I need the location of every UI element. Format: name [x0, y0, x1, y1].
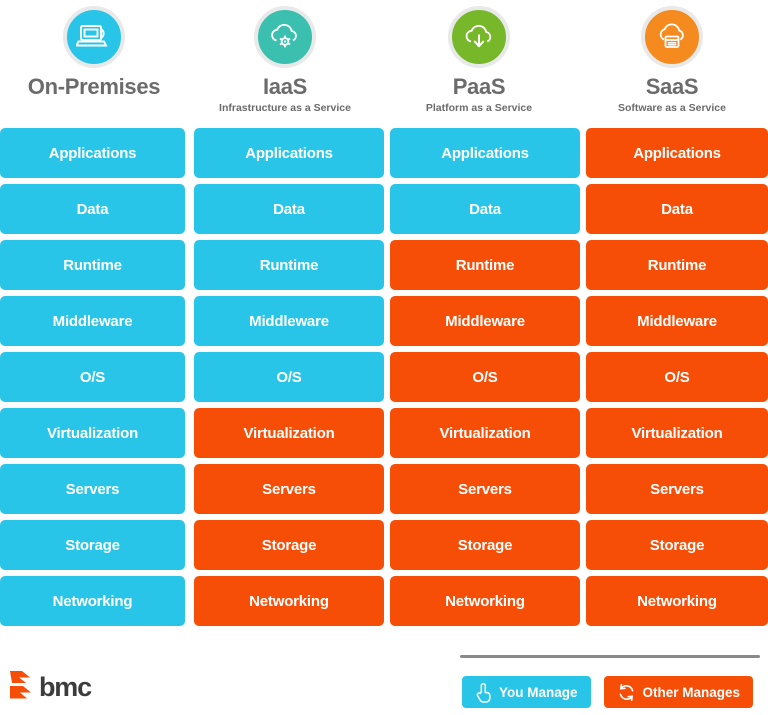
- column-title: On-Premises: [27, 74, 161, 99]
- stack-cell[interactable]: Runtime: [0, 240, 185, 290]
- stack-cell[interactable]: Virtualization: [586, 408, 768, 458]
- footer: bmc You Manage Other Manages: [0, 648, 768, 715]
- column-subtitle: Platform as a Service: [425, 102, 533, 114]
- column-header-saas: SaaS Software as a Service: [576, 0, 768, 122]
- cloud-window-icon: [641, 6, 703, 68]
- stack-cell[interactable]: Storage: [586, 520, 768, 570]
- cloud-gear-icon: [254, 6, 316, 68]
- stack-cell[interactable]: Virtualization: [0, 408, 185, 458]
- column-header-on-premises: On-Premises: [0, 0, 188, 122]
- legend-divider: [460, 655, 760, 658]
- stack-cell[interactable]: Servers: [390, 464, 580, 514]
- stack-cell[interactable]: Servers: [194, 464, 384, 514]
- stack-cell[interactable]: Data: [194, 184, 384, 234]
- stack-cell[interactable]: Middleware: [0, 296, 185, 346]
- bmc-logo: bmc: [8, 670, 92, 705]
- column-header-paas: PaaS Platform as a Service: [382, 0, 576, 122]
- column-title: SaaS: [645, 74, 699, 99]
- stack-cell[interactable]: Runtime: [390, 240, 580, 290]
- bmc-flame-icon: [8, 670, 34, 705]
- column-subtitle: Infrastructure as a Service: [219, 102, 351, 114]
- laptop-icon: [63, 6, 125, 68]
- stack-cell[interactable]: Networking: [390, 576, 580, 626]
- stack-cell[interactable]: Storage: [0, 520, 185, 570]
- stack-cell[interactable]: O/S: [390, 352, 580, 402]
- stack-cell[interactable]: Data: [586, 184, 768, 234]
- stack-cell[interactable]: Virtualization: [390, 408, 580, 458]
- stack-cell[interactable]: Applications: [390, 128, 580, 178]
- bmc-logo-text: bmc: [39, 672, 92, 702]
- stack-cell[interactable]: Virtualization: [194, 408, 384, 458]
- column-header-iaas: IaaS Infrastructure as a Service: [188, 0, 382, 122]
- legend-you-manage[interactable]: You Manage: [462, 676, 591, 708]
- stack-cell[interactable]: Networking: [0, 576, 185, 626]
- stack-cell[interactable]: Servers: [586, 464, 768, 514]
- legend: You Manage Other Manages: [462, 676, 754, 708]
- stack-cell[interactable]: O/S: [586, 352, 768, 402]
- stack-cell[interactable]: Servers: [0, 464, 185, 514]
- column-headers: On-Premises IaaS Infrastructure as a Ser…: [0, 0, 768, 122]
- legend-other-manages[interactable]: Other Manages: [603, 676, 754, 708]
- stack-cell[interactable]: Middleware: [586, 296, 768, 346]
- cloud-download-icon: [448, 6, 510, 68]
- column-title: PaaS: [452, 74, 506, 99]
- stack-cell[interactable]: Data: [0, 184, 185, 234]
- column-subtitle: Software as a Service: [618, 102, 726, 114]
- stack-cell[interactable]: Runtime: [586, 240, 768, 290]
- stack-cell[interactable]: Networking: [586, 576, 768, 626]
- stack-cell[interactable]: Applications: [194, 128, 384, 178]
- stack-cell[interactable]: Data: [390, 184, 580, 234]
- stack-cell[interactable]: Applications: [0, 128, 185, 178]
- stack-cell[interactable]: Runtime: [194, 240, 384, 290]
- stack-cell[interactable]: Middleware: [194, 296, 384, 346]
- stack-cell[interactable]: Storage: [390, 520, 580, 570]
- legend-other-manages-label: Other Manages: [642, 684, 741, 700]
- column-title: IaaS: [262, 74, 308, 99]
- stack-cell[interactable]: Networking: [194, 576, 384, 626]
- stack-cell[interactable]: O/S: [0, 352, 185, 402]
- legend-you-manage-label: You Manage: [499, 684, 578, 700]
- stack-cell[interactable]: O/S: [194, 352, 384, 402]
- stack-cell[interactable]: Applications: [586, 128, 768, 178]
- stack-cell[interactable]: Storage: [194, 520, 384, 570]
- stack-cell[interactable]: Middleware: [390, 296, 580, 346]
